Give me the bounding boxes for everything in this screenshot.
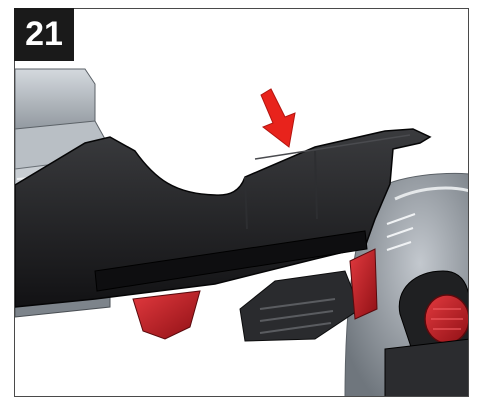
lower-bracket xyxy=(239,248,378,342)
step-number-badge: 21 xyxy=(14,8,74,61)
black-plate-part xyxy=(15,128,432,308)
down-arrow-icon xyxy=(260,88,296,148)
red-lever-left xyxy=(132,290,201,340)
illustration-frame xyxy=(14,8,469,397)
red-knob xyxy=(384,270,468,396)
assembly-illustration xyxy=(15,68,468,396)
